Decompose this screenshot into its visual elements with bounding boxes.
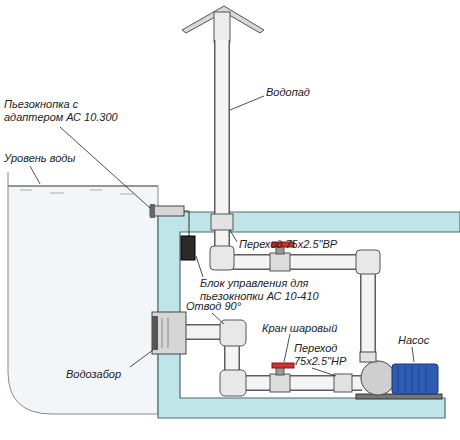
leader-line — [60, 127, 150, 208]
leader-lines — [30, 96, 414, 376]
elbow-fitting — [220, 370, 246, 396]
water-ripples — [20, 190, 134, 194]
piezo-cap — [150, 204, 155, 218]
callout-label: Блок управления для пьезокнопки АС 10-41… — [200, 277, 350, 303]
ball-valve — [270, 374, 290, 392]
water-intake — [152, 312, 186, 354]
leader-line — [284, 334, 290, 362]
pump-outlet — [360, 352, 376, 362]
callout-label: Водопад — [266, 86, 310, 99]
callout-label: Отвод 90° — [186, 300, 241, 313]
leader-line — [212, 313, 224, 324]
leader-line — [230, 96, 264, 110]
adapter-fitting — [211, 214, 233, 230]
piezo-button — [150, 206, 184, 216]
pool-water — [8, 186, 158, 414]
callout-label: Водозабор — [66, 368, 121, 381]
pump-volute — [361, 361, 395, 395]
leader-line — [196, 256, 203, 277]
pump-motor — [392, 364, 438, 394]
adapter-fitting — [334, 374, 352, 392]
valve-handle — [272, 363, 294, 368]
pool-wall — [158, 212, 460, 418]
callout-label: Кран шаровый — [262, 322, 337, 335]
motor-fins — [398, 366, 426, 392]
leader-line — [30, 166, 40, 184]
pool-edge — [8, 172, 9, 186]
pipe — [222, 40, 368, 358]
callout-label: Уровень воды — [4, 152, 75, 165]
elbow-fitting — [356, 250, 380, 274]
intake-grill — [152, 316, 158, 350]
leader-line — [130, 350, 153, 367]
callout-label: Переход 75х2.5"НР — [294, 342, 356, 368]
callout-label: Насос — [398, 334, 429, 347]
callout-label: Переход 75х2.5"ВР — [239, 238, 337, 251]
pipe-outline — [222, 40, 368, 358]
control-block — [181, 236, 195, 260]
elbow-fitting — [210, 246, 234, 270]
piezo-wire — [184, 211, 189, 236]
leader-line — [230, 230, 237, 242]
leader-line — [312, 368, 336, 376]
leader-line — [412, 347, 414, 362]
waterfall-neck — [214, 12, 230, 42]
intake-grill-lines — [162, 318, 168, 348]
callout-label: Пьезокнопка с адаптером АС 10.300 — [4, 98, 128, 124]
ball-valve — [270, 253, 290, 271]
pump-base — [356, 394, 442, 399]
water-level-line — [8, 186, 158, 187]
